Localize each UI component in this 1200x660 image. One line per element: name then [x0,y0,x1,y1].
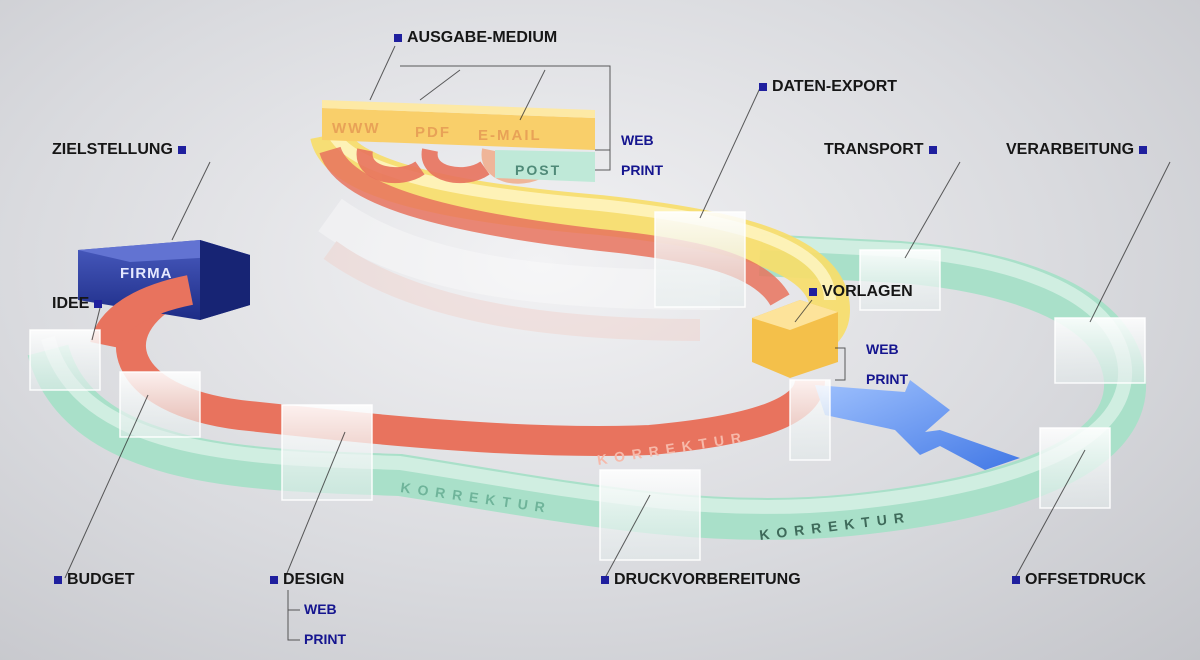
design-web-label: WEB [304,601,337,617]
marker-square-icon [394,34,402,42]
marker-square-icon [928,146,937,154]
zielstellung-text: ZIELSTELLUNG [52,141,173,158]
transport-text: TRANSPORT [824,141,924,158]
leader-lines [64,45,1171,641]
ausgabe-web-label: WEB [621,132,654,148]
label-ausgabe-medium: AUSGABE-MEDIUM [394,29,557,47]
label-zielstellung: ZIELSTELLUNG [52,141,186,159]
glass-blocks [29,211,1146,561]
marker-square-icon [1139,146,1148,154]
idee-text: IDEE [52,295,90,312]
label-druckvorbereitung: DRUCKVORBEREITUNG [601,571,801,589]
label-budget: BUDGET [54,571,135,589]
ausgabe-medium-text: AUSGABE-MEDIUM [407,29,558,46]
marker-square-icon [759,83,767,91]
vorlagen-web-label: WEB [866,341,899,357]
design-text: DESIGN [283,571,345,588]
label-offsetdruck: OFFSETDRUCK [1012,571,1146,589]
marker-square-icon [54,576,62,584]
blue-arrow [815,380,1020,470]
verarbeitung-text: VERARBEITUNG [1006,141,1135,158]
www-text: WWW [332,120,380,137]
post-text: POST [515,162,561,178]
marker-square-icon [94,300,103,308]
design-print-label: PRINT [304,631,346,647]
marker-square-icon [1012,576,1020,584]
offsetdruck-text: OFFSETDRUCK [1025,571,1146,588]
ausgabe-blocks [322,100,595,182]
firma-connector [90,275,194,350]
marker-square-icon [601,576,609,584]
marker-square-icon [809,288,817,296]
vorlagen-text: VORLAGEN [822,283,913,300]
label-vorlagen: VORLAGEN [809,283,913,301]
red-track [116,276,825,456]
firma-box [78,240,250,320]
pdf-text: PDF [415,124,451,141]
email-text: E-MAIL [478,127,542,144]
label-verarbeitung: VERARBEITUNG [1006,141,1148,159]
marker-square-icon [270,576,278,584]
label-design: DESIGN [270,571,344,589]
marker-square-icon [177,146,186,154]
label-idee: IDEE [52,295,103,313]
ausgabe-print-label: PRINT [621,162,663,178]
budget-text: BUDGET [67,571,135,588]
vorlagen-block [752,300,838,378]
label-transport: TRANSPORT [824,141,937,159]
firma-text: FIRMA [120,265,173,282]
vorlagen-print-label: PRINT [866,371,908,387]
daten-export-text: DATEN-EXPORT [772,78,898,95]
label-daten-export: DATEN-EXPORT [759,78,897,96]
druckvorbereitung-text: DRUCKVORBEREITUNG [614,571,801,588]
